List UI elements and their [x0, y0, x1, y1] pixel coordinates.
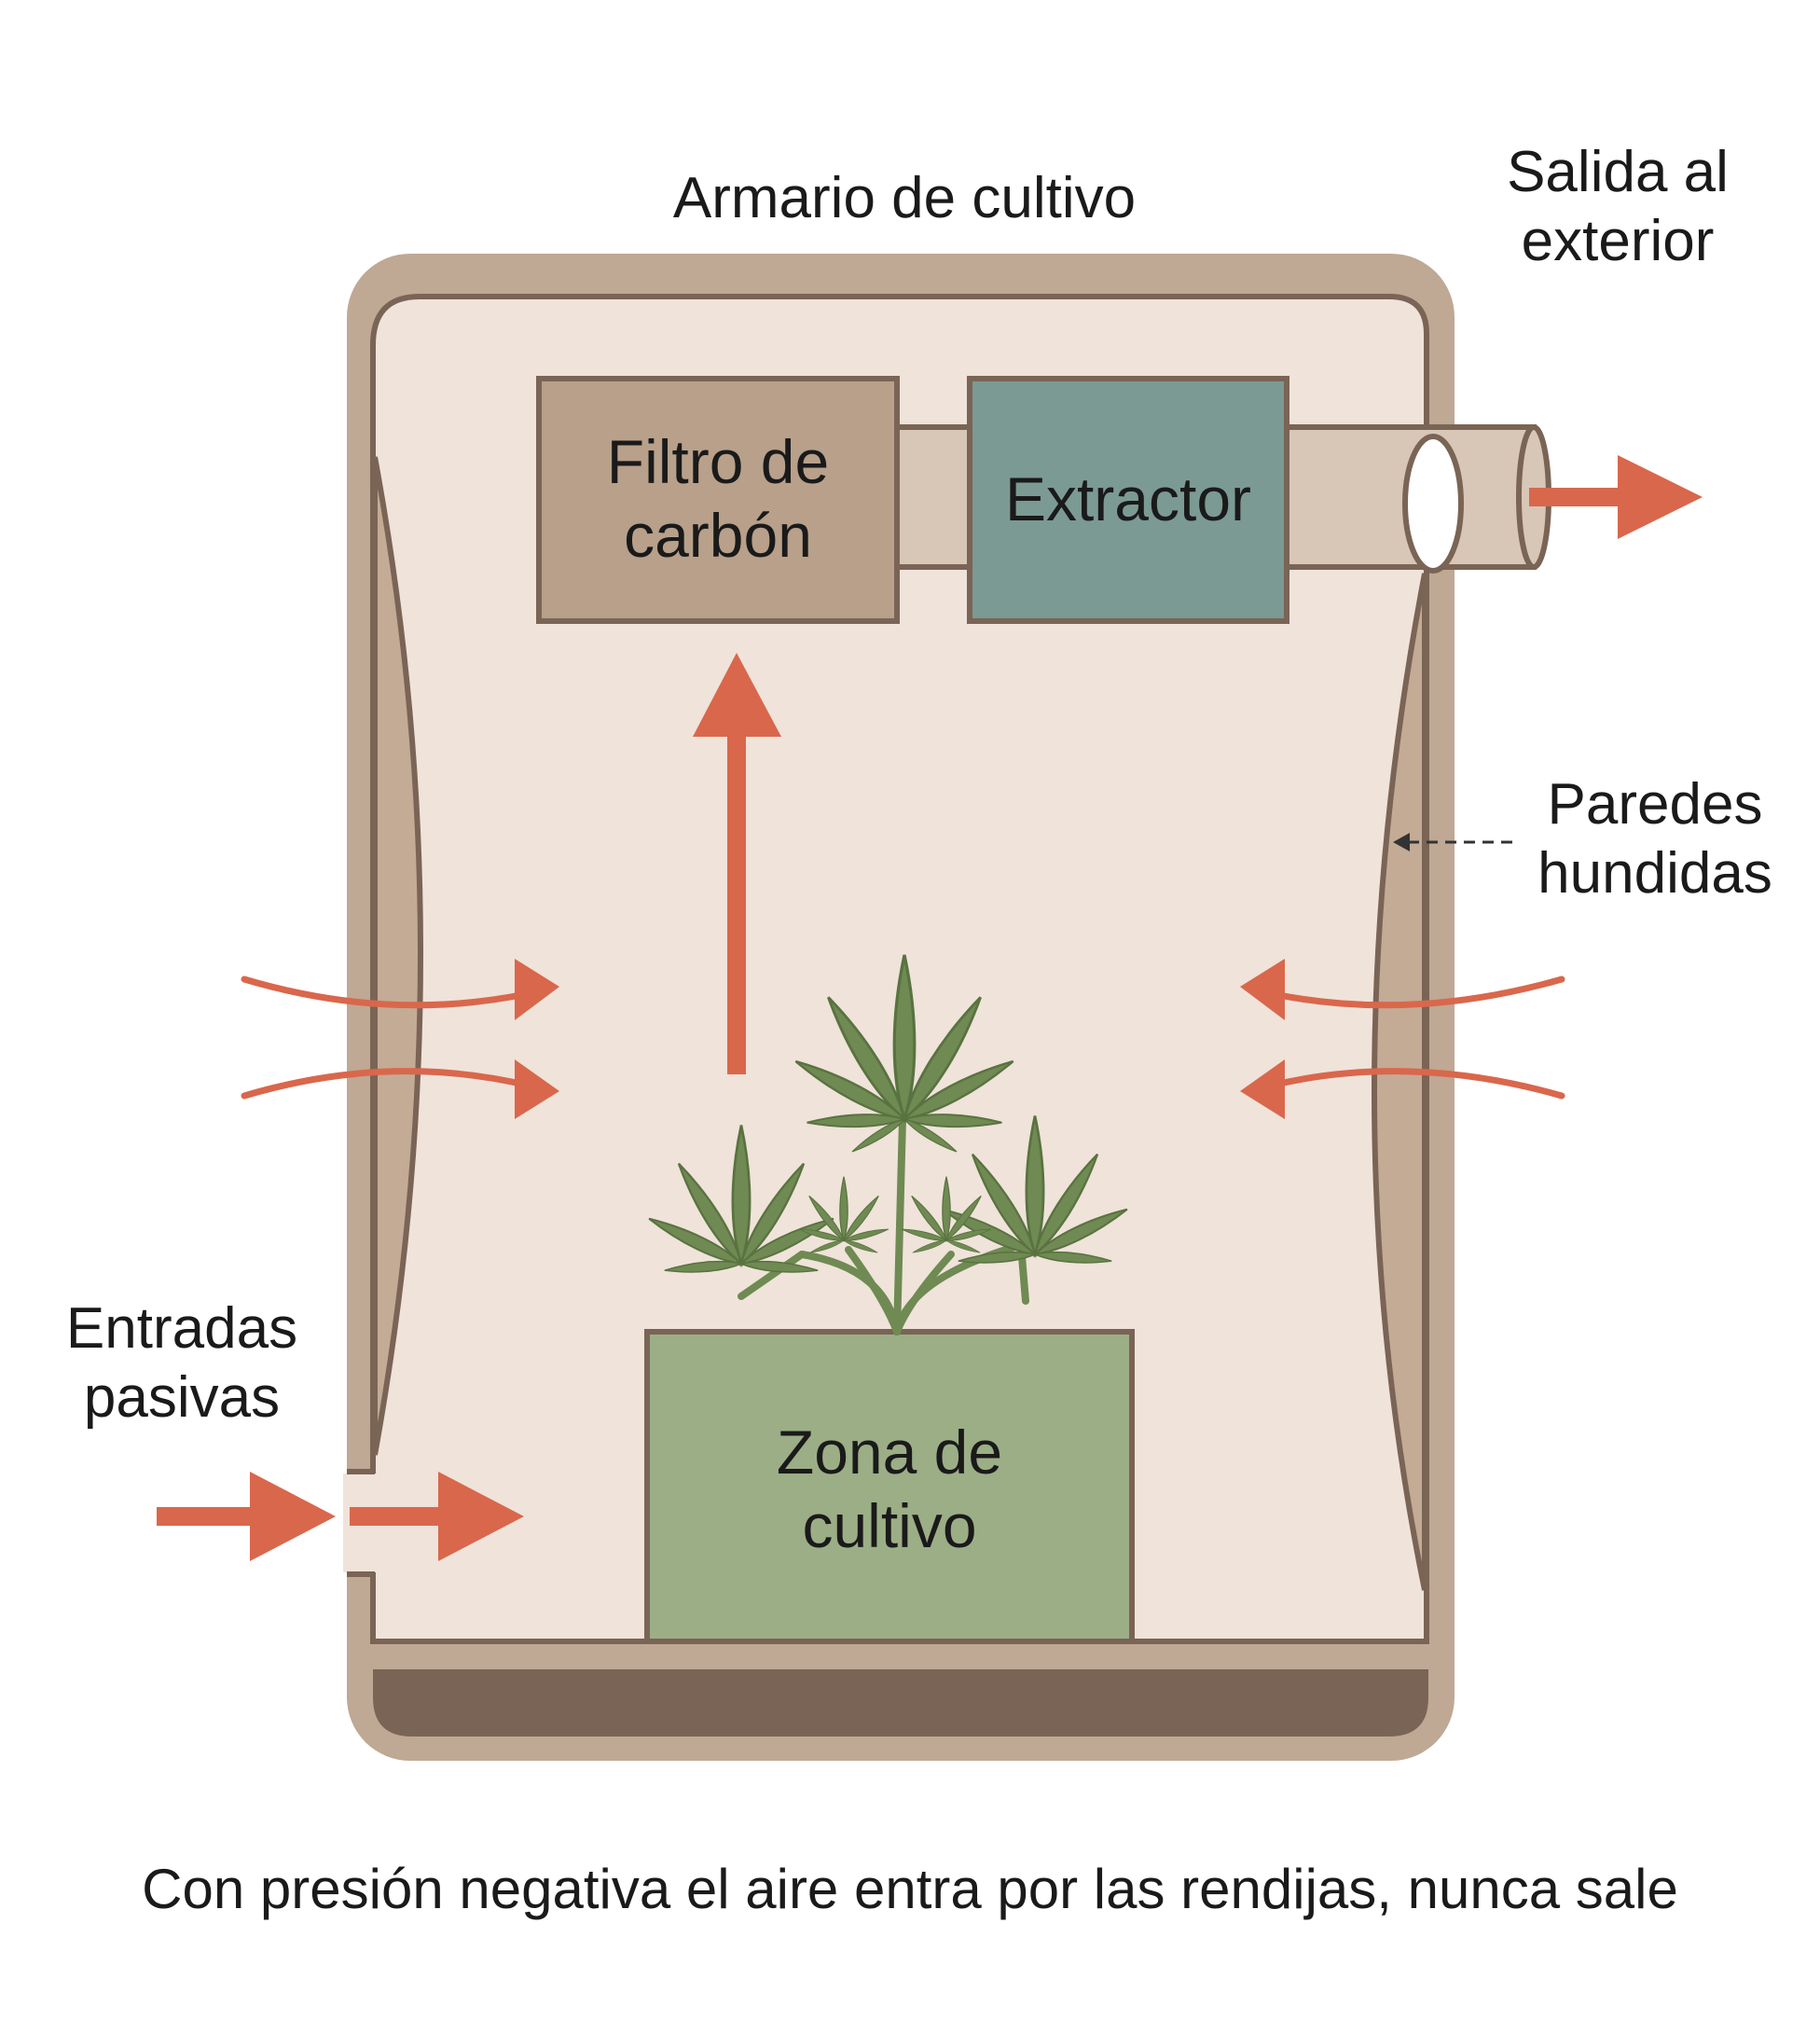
extractor-label: Extractor [1004, 464, 1252, 533]
walls-pointer-head [1393, 833, 1410, 851]
carbon-filter-label: Filtro de carbón [539, 425, 897, 573]
caption: Con presión negativa el aire entra por l… [142, 1858, 1678, 1920]
inlets-label-line-2: pasivas [83, 1365, 281, 1431]
arrow-exhaust-shaft [1529, 488, 1641, 506]
walls-label-line-1: Paredes [1547, 772, 1763, 837]
leak-arrows [241, 975, 1565, 1100]
grow-zone-label: Zona de cultivo [647, 1416, 1132, 1563]
arrow-icon [157, 455, 1703, 1561]
arrow-up-shaft [727, 718, 746, 1074]
outlet-label: Salida al exterior [1455, 138, 1781, 277]
grow-zone-box [644, 1329, 1135, 1644]
grow-zone-label-line-1: Zona de [776, 1418, 1003, 1487]
cabinet-floor-shadow [373, 1669, 1428, 1737]
walls-label: Paredes hundidas [1496, 770, 1813, 909]
carbon-filter-box [536, 376, 900, 624]
arrow-inlet-inner-head [438, 1472, 524, 1561]
arrow-up-head [693, 653, 781, 737]
arrow-inlet-inner-shaft [350, 1507, 452, 1526]
sunken-wall-left [372, 456, 423, 1456]
walls-label-line-2: hundidas [1537, 841, 1772, 906]
carbon-filter-label-line-2: carbón [624, 501, 812, 571]
grow-zone-label-line-2: cultivo [802, 1491, 977, 1561]
arrow-exhaust-head [1618, 455, 1703, 539]
inlets-label-line-1: Entradas [65, 1296, 298, 1361]
duct-connector [892, 424, 980, 570]
cabinet-title: Armario de cultivo [672, 166, 1137, 230]
outlet-label-line-2: exterior [1521, 209, 1715, 274]
leak-arrow-heads [515, 959, 1285, 1119]
outlet-label-line-1: Salida al [1507, 140, 1729, 204]
exhaust-duct-opening [1402, 434, 1464, 574]
cannabis-plant-icon [645, 953, 1131, 1335]
sunken-wall-right [1372, 573, 1427, 1591]
arrow-inlet-outer-head [250, 1472, 336, 1561]
extractor-box [967, 376, 1289, 624]
arrow-inlet-outer-shaft [157, 1507, 269, 1526]
inlets-label: Entradas pasivas [28, 1294, 336, 1433]
plant-stems [738, 1045, 1029, 1335]
carbon-filter-label-line-1: Filtro de [606, 427, 830, 496]
